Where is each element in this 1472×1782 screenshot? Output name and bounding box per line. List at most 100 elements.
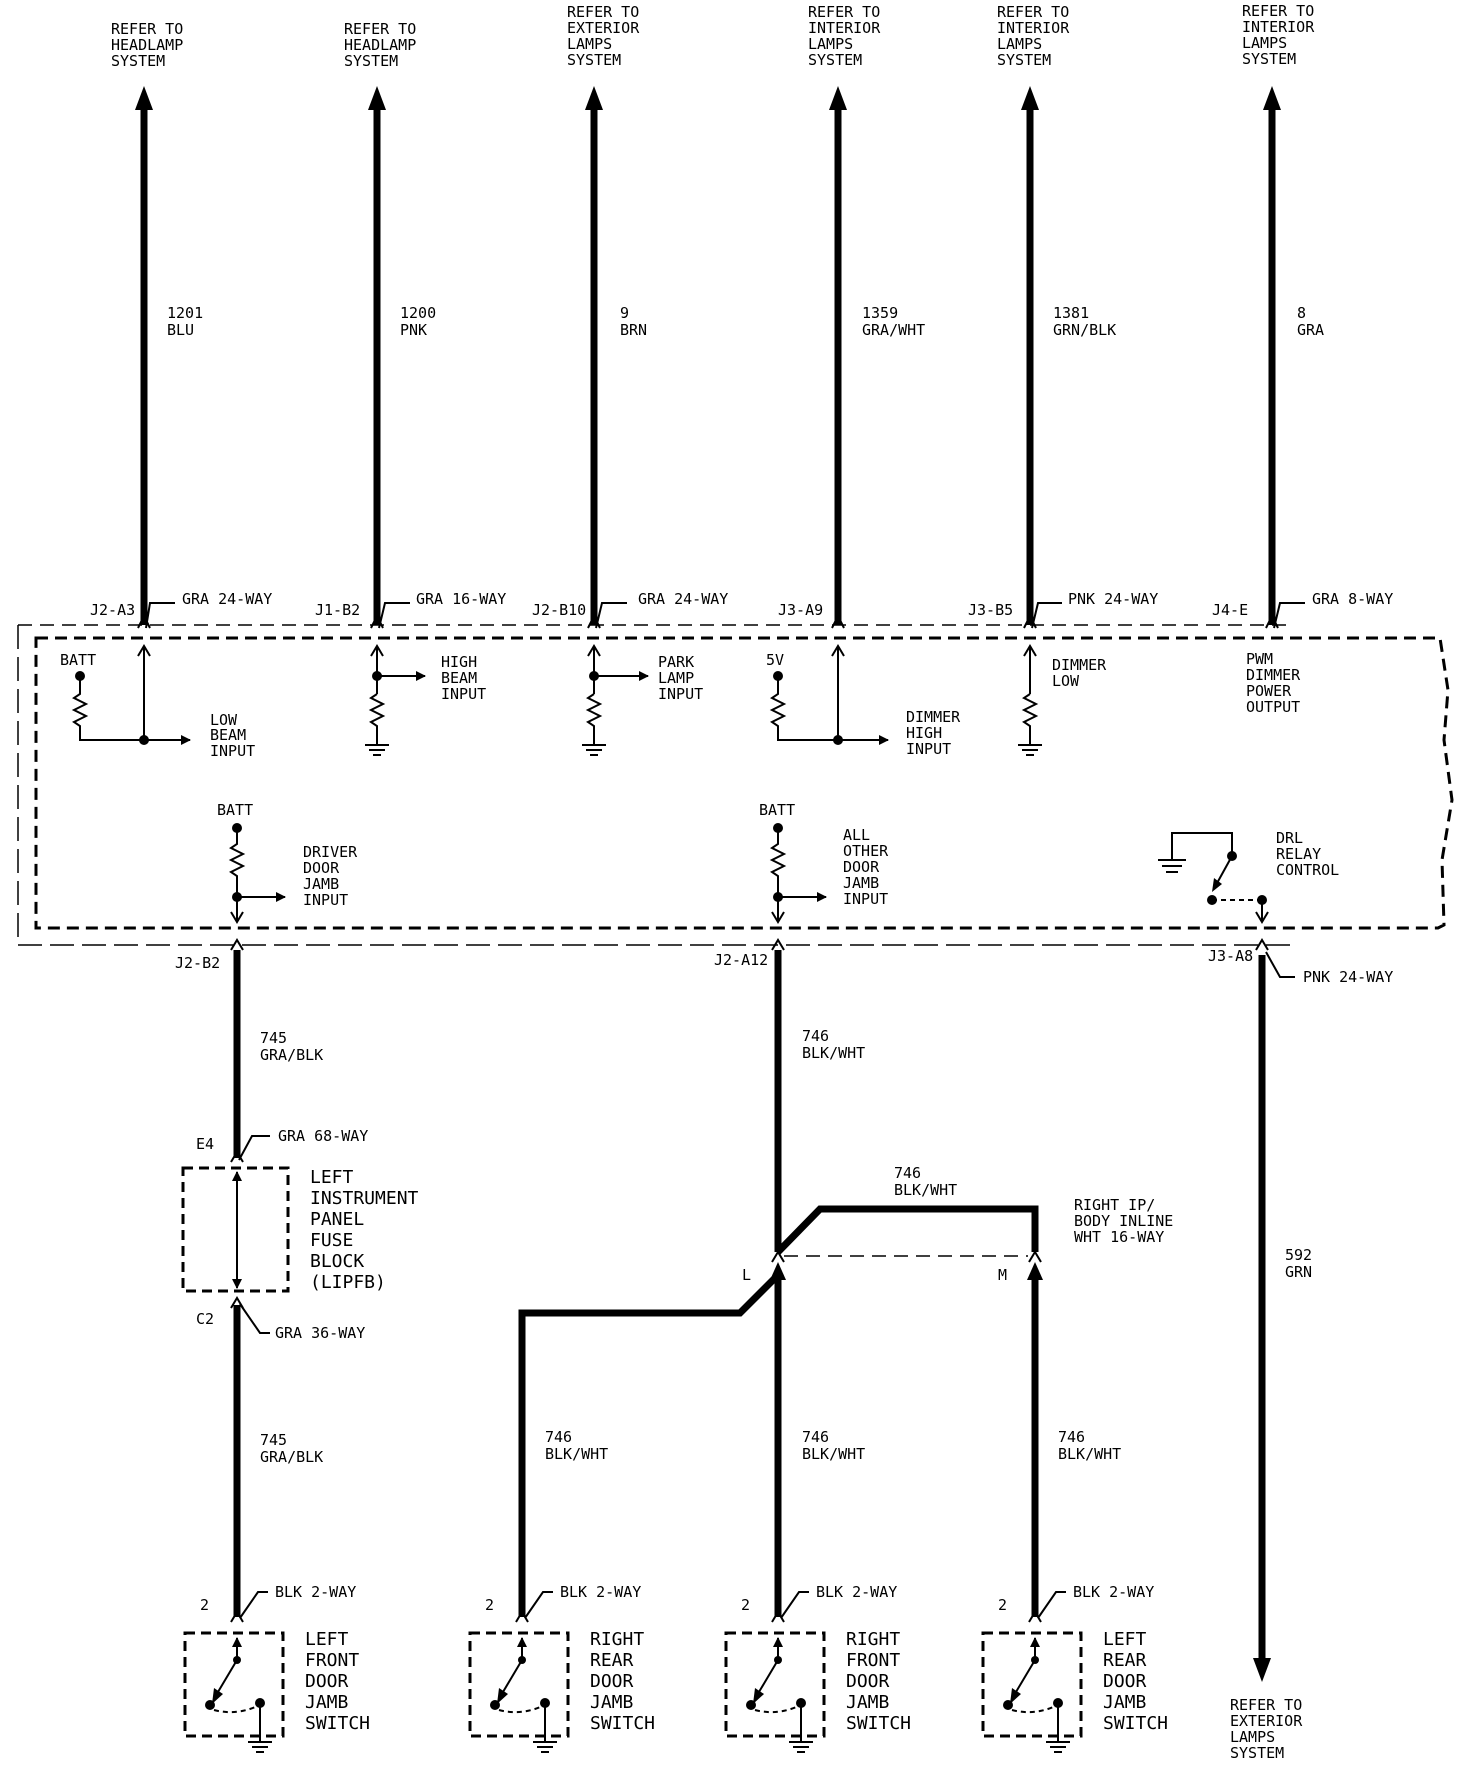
pin-arrow-icon — [587, 644, 601, 657]
top-ref-4-line-3: LAMPS — [808, 35, 853, 53]
switch-blade — [499, 1659, 523, 1698]
inline-line-2: BODY INLINE — [1074, 1212, 1173, 1230]
switch-lr-line-4: JAMB — [1103, 1692, 1146, 1713]
park-lamp-line-3: INPUT — [658, 685, 703, 703]
callout — [780, 1591, 809, 1619]
pin-j1-b2: J1-B2 — [315, 601, 360, 619]
pulldown-resistor-icon — [368, 693, 386, 745]
driver-door-circuit: BATT DRIVER DOOR JAMB INPUT — [217, 801, 358, 924]
top-ref-3-line-1: REFER TO — [567, 3, 639, 21]
fuse-block-line-6: (LIPFB) — [310, 1272, 386, 1293]
switch-rf-line-5: SWITCH — [846, 1713, 911, 1734]
top-wire-1381: 1381 GRN/BLK — [1021, 86, 1116, 625]
driver-door-line-2: DOOR — [303, 859, 340, 877]
switch-contact — [746, 1700, 756, 1710]
low-beam-line-1: LOW — [210, 711, 238, 729]
pulldown-resistor-icon — [1021, 693, 1039, 745]
switch-lf-line-5: SWITCH — [305, 1713, 370, 1734]
wire-1200-color: PNK — [400, 321, 427, 339]
switch-link — [754, 1704, 802, 1714]
switch-link — [1011, 1704, 1059, 1714]
connector-chevron-icon — [831, 613, 845, 629]
switch-rf-line-4: JAMB — [846, 1692, 889, 1713]
switch-conn: BLK 2-WAY — [560, 1583, 641, 1601]
pin-c2: C2 — [196, 1310, 214, 1328]
wire-746-circuit: 746 — [802, 1027, 829, 1045]
top-ref-6-line-2: INTERIOR — [1242, 18, 1315, 36]
top-ref-3-line-3: LAMPS — [567, 35, 612, 53]
bottom-ref-line-1: REFER TO — [1230, 1696, 1302, 1714]
top-ref-6-line-3: LAMPS — [1242, 34, 1287, 52]
wire-746-rf-circuit: 746 — [802, 1428, 829, 1446]
top-ref-2: REFER TO HEADLAMP SYSTEM — [344, 20, 416, 70]
dimmer-high-line-3: INPUT — [906, 740, 951, 758]
arrow-up-icon — [368, 86, 386, 110]
dimmer-high-line-1: DIMMER — [906, 708, 961, 726]
pin-arrow-icon — [370, 644, 384, 657]
top-ref-5: REFER TO INTERIOR LAMPS SYSTEM — [997, 3, 1070, 69]
fuse-block: LEFT INSTRUMENT PANEL FUSE BLOCK (LIPFB) — [181, 1166, 419, 1293]
dimmer-low-line-2: LOW — [1052, 672, 1080, 690]
switch-lr-line-3: DOOR — [1103, 1671, 1147, 1692]
5v-label: 5V — [766, 651, 784, 669]
pullup-resistor-icon — [228, 828, 246, 922]
pin-j2-b2: J2-B2 — [175, 954, 220, 972]
high-beam-line-2: BEAM — [441, 669, 477, 687]
bottom-ref-line-4: SYSTEM — [1230, 1744, 1284, 1762]
wire-9-circuit: 9 — [620, 304, 629, 322]
arrow-up-icon — [829, 86, 847, 110]
switch-right-rear: 2 BLK 2-WAY RIGHT REAR DOOR JAMB SWITCH — [468, 1583, 655, 1753]
top-ref-1: REFER TO HEADLAMP SYSTEM — [111, 20, 183, 70]
top-ref-4-line-1: REFER TO — [808, 3, 880, 21]
top-ref-3: REFER TO EXTERIOR LAMPS SYSTEM — [567, 3, 640, 69]
callout — [238, 1135, 270, 1161]
switch-lf-line-2: FRONT — [305, 1650, 359, 1671]
top-ref-5-line-2: INTERIOR — [997, 19, 1070, 37]
ground-icon — [248, 1741, 272, 1753]
wire-746-color: BLK/WHT — [802, 1044, 865, 1062]
switch-conn: BLK 2-WAY — [1073, 1583, 1154, 1601]
switch-arrow-icon — [1212, 878, 1222, 892]
callout — [239, 1303, 270, 1334]
ground-icon — [789, 1741, 813, 1753]
bottom-ref-line-3: LAMPS — [1230, 1728, 1275, 1746]
pin-arrow-icon — [1023, 644, 1037, 657]
switch-rr-line-5: SWITCH — [590, 1713, 655, 1734]
conn-j4-e: GRA 8-WAY — [1312, 590, 1393, 608]
callout — [524, 1591, 553, 1619]
low-beam-line-3: INPUT — [210, 742, 255, 760]
switch-lf-line-3: DOOR — [305, 1671, 349, 1692]
connector-chevron-icon — [515, 1610, 529, 1623]
connector-chevron-icon — [1028, 1250, 1042, 1263]
switch-arrow-icon — [1010, 1688, 1021, 1704]
connector-chevron-icon — [230, 938, 244, 951]
callout — [1031, 602, 1062, 629]
switch-conn: BLK 2-WAY — [275, 1583, 356, 1601]
top-ref-3-line-4: SYSTEM — [567, 51, 621, 69]
switch-blade — [1215, 855, 1233, 886]
top-wire-9: 9 BRN — [585, 86, 647, 625]
top-wire-1359: 1359 GRA/WHT — [829, 86, 925, 625]
top-ref-5-line-1: REFER TO — [997, 3, 1069, 21]
switch-rf-line-1: RIGHT — [846, 1629, 900, 1650]
switch-outline — [183, 1631, 285, 1738]
switch-pin: 2 — [485, 1596, 494, 1614]
callout — [378, 602, 410, 629]
other-door-line-4: JAMB — [843, 874, 879, 892]
fuse-block-line-1: LEFT — [310, 1167, 354, 1188]
pwm-line-4: OUTPUT — [1246, 698, 1300, 716]
switch-contact — [1003, 1700, 1013, 1710]
bottom-ref-line-2: EXTERIOR — [1230, 1712, 1303, 1730]
connector-chevron-icon — [1265, 613, 1279, 629]
driver-door-line-1: DRIVER — [303, 843, 358, 861]
switch-left-rear: 2 BLK 2-WAY LEFT REAR DOOR JAMB SWITCH — [981, 1583, 1168, 1753]
ground-icon — [1158, 859, 1186, 873]
callout — [239, 1591, 268, 1619]
pulldown-resistor-icon — [585, 693, 603, 745]
pullup-resistor-icon — [71, 676, 144, 741]
connector-chevron-icon — [1255, 938, 1269, 951]
switch-lf-line-4: JAMB — [305, 1692, 348, 1713]
top-ref-2-line-1: REFER TO — [344, 20, 416, 38]
wire-1359-circuit: 1359 — [862, 304, 898, 322]
